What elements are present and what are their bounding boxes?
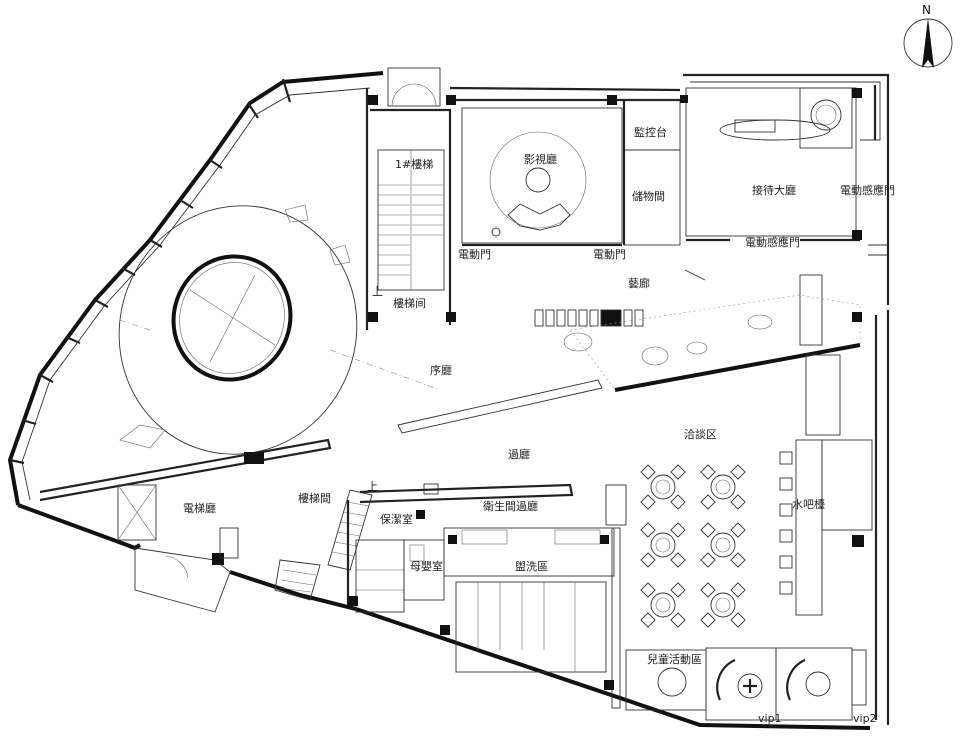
label-auto-door-bottom: 電動感應門	[745, 235, 800, 249]
label-foyer: 序廳	[430, 363, 452, 377]
label-corridor: 過廳	[508, 447, 530, 461]
label-toilet-corridor: 衛生間過廳	[483, 499, 538, 513]
label-mother: 母嬰室	[410, 559, 443, 573]
label-up-1: 上	[372, 285, 383, 298]
cinema-room	[461, 95, 623, 247]
label-gallery: 藝廊	[628, 276, 650, 290]
label-stairwell: 樓梯間	[298, 491, 331, 505]
label-stair1: 1#樓梯	[395, 157, 433, 171]
compass: N	[903, 3, 953, 68]
label-elevator-hall: 電梯廳	[183, 501, 216, 515]
label-up-2: 上	[367, 480, 378, 493]
negotiation-area	[640, 464, 746, 628]
label-cinema: 影視廳	[524, 152, 557, 166]
kids-vip	[625, 647, 853, 721]
label-wash: 盥洗區	[515, 560, 548, 573]
label-vip1: vip1	[758, 712, 782, 725]
compass-label: N	[922, 3, 931, 17]
elevator-hall	[39, 438, 332, 613]
reception-hall	[680, 87, 862, 242]
toilet-block	[346, 483, 627, 709]
label-elec-door-left: 電動門	[458, 247, 491, 261]
label-stair-room: 樓梯间	[393, 296, 426, 310]
label-negotiation: 洽談区	[684, 427, 717, 441]
bar-counter	[779, 312, 873, 706]
gallery	[534, 269, 861, 392]
label-storage: 儲物間	[632, 189, 665, 203]
north-arrow-icon	[922, 18, 934, 68]
label-reception: 接待大廳	[752, 183, 796, 197]
label-elec-door-right: 電動門	[593, 247, 626, 261]
stairwell	[274, 489, 373, 601]
stair-1	[368, 67, 456, 325]
foyer-ellipse	[118, 204, 441, 455]
label-monitor: 監控台	[634, 125, 667, 139]
room-labels: 1#樓梯 樓梯间 上 影視廳 監控台 儲物間 接待大廳 電動感應門 電動感應門 …	[183, 125, 895, 725]
label-kids: 兒童活動區	[647, 652, 702, 666]
label-bar: 水吧檯	[792, 497, 825, 511]
outer-walls	[7, 71, 890, 730]
label-cleaning: 保潔室	[380, 512, 413, 526]
monitor-storage	[622, 99, 681, 246]
foyer-wall	[397, 379, 603, 434]
label-auto-door-right: 電動感應門	[840, 183, 895, 197]
label-vip2: vip2	[853, 712, 877, 725]
